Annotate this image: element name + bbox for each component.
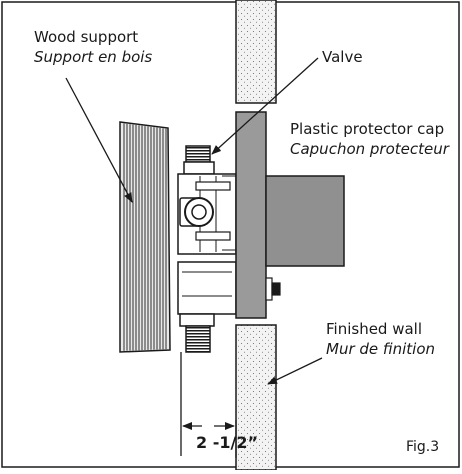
- leader-finished-wall: [267, 357, 323, 385]
- label-valve: Valve: [322, 48, 363, 66]
- plastic-protector-cap: [265, 175, 345, 267]
- dimension-label: 2 -1/2”: [196, 433, 258, 452]
- figure-label: Fig.3: [406, 439, 440, 455]
- mounting-bolt: [265, 277, 281, 301]
- label-finished-wall: Finished wall: [326, 320, 423, 338]
- label-protector-cap: Plastic protector cap: [290, 120, 445, 138]
- wood-support: [119, 121, 171, 353]
- leader-lines: [65, 57, 323, 385]
- label-protector-cap-fr: Capuchon protecteur: [290, 140, 449, 158]
- valve-bottom-thread: [185, 325, 211, 353]
- finished-wall: [235, 0, 277, 471]
- leader-valve: [211, 57, 319, 155]
- valve-top-thread: [185, 145, 211, 163]
- leader-wood-support: [65, 77, 133, 203]
- figure-frame: [1, 1, 460, 468]
- label-wood-support: Wood support: [34, 28, 139, 46]
- dimension-line: [180, 352, 237, 458]
- valve-body: [177, 145, 237, 353]
- label-wood-support-fr: Support en bois: [34, 48, 153, 66]
- label-finished-wall-fr: Mur de finition: [326, 340, 435, 358]
- mounting-plate: [235, 111, 267, 319]
